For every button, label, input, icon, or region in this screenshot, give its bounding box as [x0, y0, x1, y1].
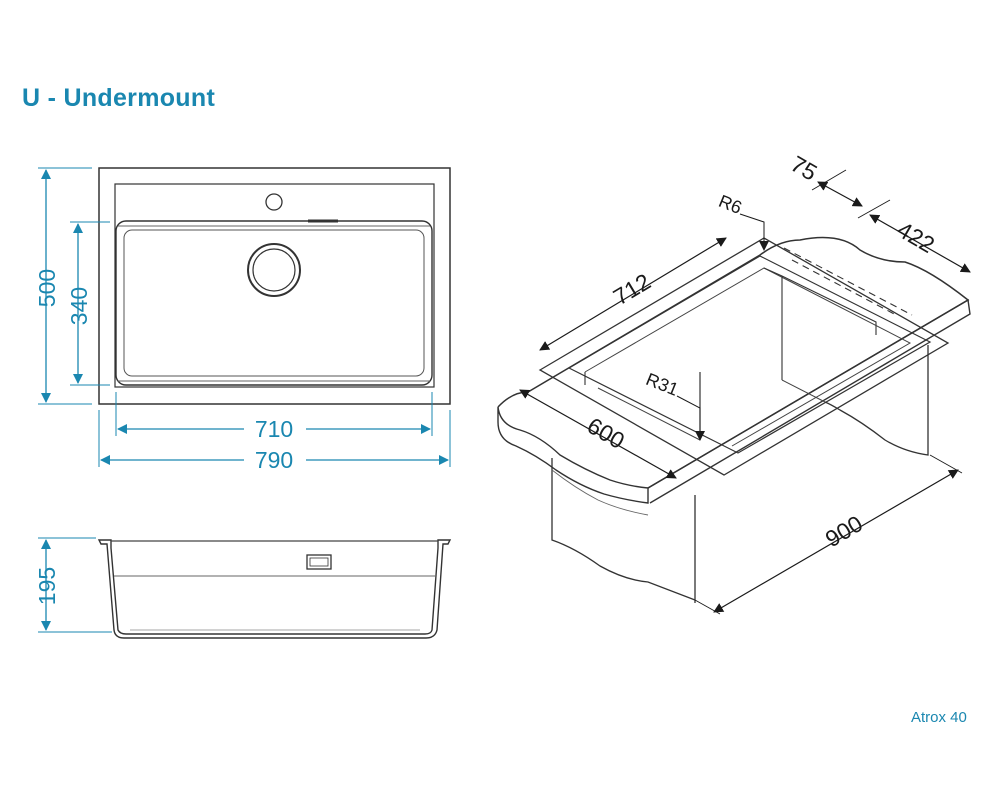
cabinet-left-side: [551, 458, 696, 601]
bowl-outline: [115, 220, 433, 386]
dim-label-710: 710: [255, 416, 293, 442]
dim-label-340: 340: [66, 287, 92, 325]
dim-line-900: [713, 469, 959, 613]
r6-leader: [739, 213, 769, 251]
isometric-view: 75 R6 422 712 R31 600 900: [497, 150, 971, 615]
plan-view: 500 340 710 790: [34, 167, 451, 473]
sink-section-outline: [97, 539, 452, 639]
sink-deck-outline: [114, 183, 435, 388]
ext-line-195: [38, 537, 112, 633]
tap-hole: [265, 193, 283, 211]
dim-label-195: 195: [34, 567, 60, 605]
sink-outer-outline: [98, 167, 451, 405]
ext-line-340: [70, 221, 110, 386]
dim-line-422: [869, 214, 971, 273]
dim-label-r31: R31: [643, 369, 681, 400]
overflow-box-inner: [309, 557, 329, 567]
page-title: U - Undermount: [22, 84, 216, 112]
drain-outer: [247, 243, 301, 297]
cabinet-wavy-cut-left: [551, 469, 649, 516]
bowl-rim-lines: [118, 225, 430, 382]
ext-line-900: [694, 454, 963, 615]
dim-label-422: 422: [893, 216, 939, 258]
bowl-hidden-edge-2: [791, 259, 899, 317]
bowl-inner-outline: [123, 229, 425, 377]
bowl-inner-bottom: [597, 379, 826, 441]
overflow-box: [306, 554, 332, 570]
drain-inner: [252, 248, 296, 292]
model-name: Atrox 40: [911, 709, 967, 726]
dim-line-600: [519, 389, 677, 479]
dim-label-500: 500: [34, 269, 60, 307]
r31-leader: [676, 395, 705, 441]
ext-line-75: [811, 169, 891, 219]
worktop-right-edge: [647, 298, 971, 504]
cabinet-right-side: [824, 345, 929, 456]
dim-label-790: 790: [255, 447, 293, 473]
bowl-inner-back-wall: [584, 267, 877, 385]
dim-label-75: 75: [786, 150, 821, 185]
worktop-front-edge: [497, 406, 649, 504]
dim-line-712: [539, 237, 727, 351]
ext-line-500: [38, 167, 92, 405]
section-view: 195: [34, 537, 452, 639]
bowl-hidden-edge-1: [783, 247, 913, 316]
dim-line-75: [817, 181, 863, 207]
